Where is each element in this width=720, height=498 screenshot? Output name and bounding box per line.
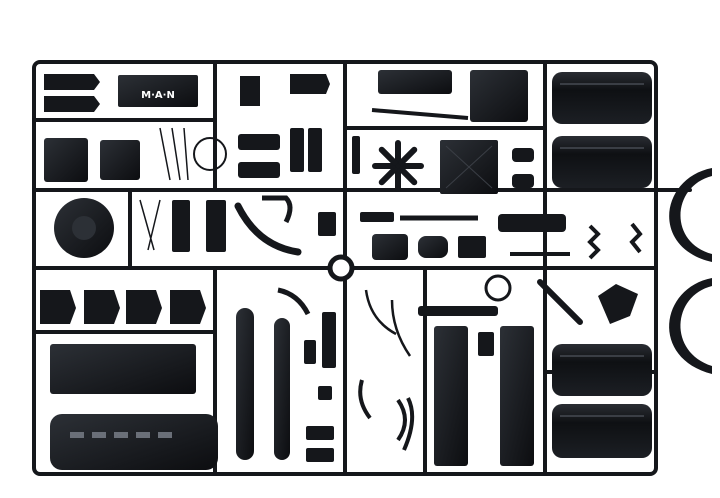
sprue-center-ring [327, 254, 355, 282]
parts-bottom-right [358, 274, 638, 466]
parts-top-left [44, 74, 330, 182]
parts-bottom-center-left [236, 287, 336, 462]
fan-blade-part [372, 140, 424, 192]
parts-right-middle [360, 212, 643, 260]
tyre-halves [552, 72, 652, 458]
parts-left-middle [54, 195, 336, 258]
fender-lower [669, 278, 712, 374]
parts-top-right [352, 70, 534, 194]
parts-bottom-left [40, 290, 218, 470]
man-logo: M·A·N [141, 90, 175, 101]
fender-upper [669, 168, 712, 262]
